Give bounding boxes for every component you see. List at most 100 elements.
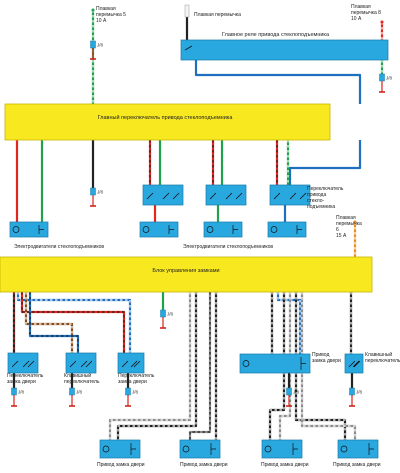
switch-feed-wire <box>288 140 362 185</box>
ground-ls2-connector <box>69 387 75 396</box>
fuse6-terminal <box>353 220 357 224</box>
lock-b-stripe <box>17 292 131 353</box>
door-actuator-3-label: Привод замка двери <box>261 462 309 468</box>
fuse8-label: Плавкая перемычка 8 10 А <box>351 4 381 22</box>
lock-unit-label: Блок управления замками <box>152 268 220 274</box>
window-switch-3 <box>269 184 311 206</box>
lock-switch-3-contacts <box>121 360 141 368</box>
door-actuator-4-label: Привод замка двери <box>333 462 381 468</box>
ground-key-switch-connector <box>349 387 355 396</box>
door-actuator-2-motor-symbol <box>182 445 190 453</box>
lock-switch-1-label: Переключатель замка двери <box>7 373 44 385</box>
window-motor-2 <box>139 221 179 238</box>
act2-wire-a <box>188 292 212 440</box>
fuse-main-label: Плавкая перемычка <box>194 12 241 18</box>
lock-d-stripe <box>25 292 73 353</box>
window-motor-3-terminal <box>232 225 238 234</box>
act2-wire-a-stripe <box>189 292 211 440</box>
ground-lock-unit-code: J/8 <box>167 312 174 317</box>
door-actuator-3-terminal <box>292 443 298 455</box>
mid-act-wire-b-stripe <box>277 292 301 354</box>
lock-c-stripe <box>21 292 125 353</box>
ground-ls3-code: J/8 <box>132 390 139 395</box>
door-actuator-mid <box>239 353 311 374</box>
door-actuator-1-motor-symbol <box>102 445 110 453</box>
door-actuator-2-terminal <box>210 443 216 455</box>
window-switch-3-contacts <box>273 192 307 200</box>
lock-switch-1-contacts <box>11 360 35 368</box>
act1-wire-a <box>108 292 192 440</box>
fuse5-label: Плавкая перемычка 5 10 А <box>96 6 126 24</box>
motors-left-label: Электродвигатели стеклоподъемников <box>14 244 105 250</box>
fuse5-terminal <box>91 8 95 12</box>
fuse6-label: Плавкая перемычка 6 15 А <box>336 215 362 239</box>
window-motor-2-motor-symbol <box>142 226 150 233</box>
window-motor-2-terminal <box>168 225 174 234</box>
act3-wire-a-stripe <box>269 292 285 440</box>
lock-d <box>24 292 74 353</box>
modules-layer <box>0 103 373 293</box>
motors-right-label: Электродвигатели стеклоподъемников <box>183 244 274 250</box>
ground-relay-code: J/8 <box>386 76 393 81</box>
key-switch <box>344 353 364 374</box>
window-motor-1-terminal <box>38 225 44 234</box>
lock-e <box>28 292 80 353</box>
door-actuator-3 <box>261 439 303 459</box>
window-motor-3 <box>203 221 243 238</box>
lock-switch-3 <box>117 352 145 374</box>
door-actuator-4-terminal <box>368 443 374 455</box>
door-actuator-2-label: Привод замка двери <box>180 462 228 468</box>
door-actuator-mid-terminal <box>300 357 306 370</box>
relay-to-switch-wire <box>194 60 362 104</box>
window-switch-2 <box>205 184 247 206</box>
act4-wire-a-stripe <box>295 292 346 440</box>
door-actuator-4-motor-symbol <box>340 445 348 453</box>
ground-fuse5-connector <box>90 40 96 49</box>
window-motor-4-motor-symbol <box>270 226 278 233</box>
lock-switch-2-label: Клавишный переключатель <box>64 373 100 385</box>
door-actuator-2 <box>179 439 221 459</box>
ground-main-switch-code: J/8 <box>97 190 104 195</box>
window-motor-3-motor-symbol <box>206 226 214 233</box>
ground-main-switch-connector <box>90 187 96 196</box>
main-relay-label: Главное реле привода стеклоподъемника <box>222 32 330 38</box>
components-layer <box>7 4 389 459</box>
window-motor-1 <box>9 221 49 238</box>
main-relay <box>180 39 389 61</box>
ground-lock-unit-connector <box>160 309 166 318</box>
ground-ls3-connector <box>125 387 131 396</box>
ground-relay-connector <box>379 73 385 82</box>
window-switch-1-contacts <box>146 192 180 200</box>
door-actuator-4 <box>337 439 379 459</box>
window-switch-1 <box>142 184 184 206</box>
lock-switch-2 <box>65 352 97 374</box>
key-switch-label: Клавишный переключатель <box>365 352 400 364</box>
ground-fuse5-code: J/8 <box>97 43 104 48</box>
lock-b <box>16 292 132 353</box>
window-switch-2-contacts <box>209 192 243 200</box>
window-motor-4-terminal <box>296 225 302 234</box>
fuse8-terminal <box>380 20 384 24</box>
ground-ls2-code: J/8 <box>76 390 83 395</box>
ground-key-switch-code: J/8 <box>356 390 363 395</box>
main-switch-label: Главный переключатель привода стеклоподъ… <box>97 115 233 121</box>
window-motor-1-motor-symbol <box>12 226 20 233</box>
lock-switch-2-contacts <box>69 360 93 368</box>
main-switch-module <box>4 103 331 141</box>
door-actuator-1-label: Привод замка двери <box>97 462 145 468</box>
door-actuator-1-terminal <box>130 443 136 455</box>
ground-ls1-connector <box>11 387 17 396</box>
main-fuse <box>184 4 190 18</box>
door-actuator-3-motor-symbol <box>264 445 272 453</box>
ground-ls1-code: J/8 <box>18 390 25 395</box>
lock-switch-3-label: Переключатель замка двери <box>118 373 155 385</box>
ground-mid-act-connector <box>286 387 292 396</box>
ground-mid-act-code: J/8 <box>293 390 300 395</box>
lock-e-stripe <box>29 292 79 353</box>
lock-switch-1 <box>7 352 39 374</box>
door-actuator-mid-motor-symbol <box>242 360 250 367</box>
window-motor-4 <box>267 221 307 238</box>
window-switch-label: Переключатель привода стекло- подъемника <box>307 186 344 210</box>
